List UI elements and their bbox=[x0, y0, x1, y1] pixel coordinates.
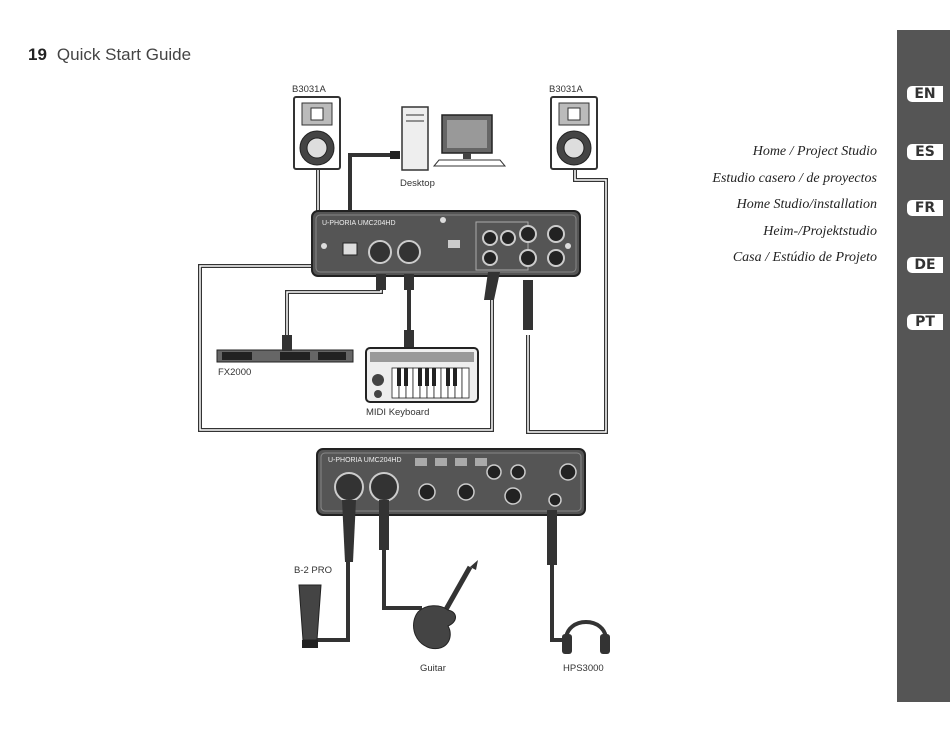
lang-tab-fr[interactable]: FR bbox=[905, 198, 945, 218]
lang-tab-es[interactable]: ES bbox=[905, 142, 945, 162]
studio-title-de: Heim-/Projektstudio bbox=[712, 223, 877, 250]
desktop-label: Desktop bbox=[400, 178, 435, 189]
studio-title-fr: Home Studio/installation bbox=[712, 196, 877, 223]
speaker-left-label: B3031A bbox=[292, 84, 326, 95]
speaker-left: B3031A bbox=[292, 84, 340, 169]
microphone: B-2 PRO bbox=[294, 565, 332, 648]
studio-title-pt: Casa / Estúdio de Projeto bbox=[712, 249, 877, 276]
midi-keyboard: MIDI Keyboard bbox=[366, 330, 478, 418]
device-rear-label: U-PHORIA UMC204HD bbox=[322, 220, 396, 227]
studio-title-en: Home / Project Studio bbox=[712, 143, 877, 170]
fx2000-label: FX2000 bbox=[218, 367, 251, 378]
device-front-label: U-PHORIA UMC204HD bbox=[328, 457, 402, 464]
language-sidebar bbox=[897, 30, 950, 702]
interface-front: U-PHORIA UMC204HD bbox=[317, 449, 585, 515]
lang-tab-en[interactable]: EN bbox=[905, 84, 945, 104]
desktop-computer: Desktop bbox=[390, 107, 505, 189]
microphone-label: B-2 PRO bbox=[294, 565, 332, 576]
guitar: Guitar bbox=[414, 560, 478, 674]
headphones: HPS3000 bbox=[562, 622, 610, 674]
speaker-right-label: B3031A bbox=[549, 84, 583, 95]
midi-keyboard-label: MIDI Keyboard bbox=[366, 407, 429, 418]
lang-tab-de[interactable]: DE bbox=[905, 255, 945, 275]
lang-tab-pt[interactable]: PT bbox=[905, 312, 945, 332]
studio-title-es: Estudio casero / de proyectos bbox=[712, 170, 877, 197]
headphones-label: HPS3000 bbox=[563, 663, 604, 674]
speaker-right: B3031A bbox=[549, 84, 597, 169]
guitar-label: Guitar bbox=[420, 663, 446, 674]
studio-titles: Home / Project Studio Estudio casero / d… bbox=[712, 143, 877, 276]
interface-rear: U-PHORIA UMC204HD bbox=[312, 211, 580, 276]
fx2000-rack: FX2000 bbox=[217, 335, 353, 378]
